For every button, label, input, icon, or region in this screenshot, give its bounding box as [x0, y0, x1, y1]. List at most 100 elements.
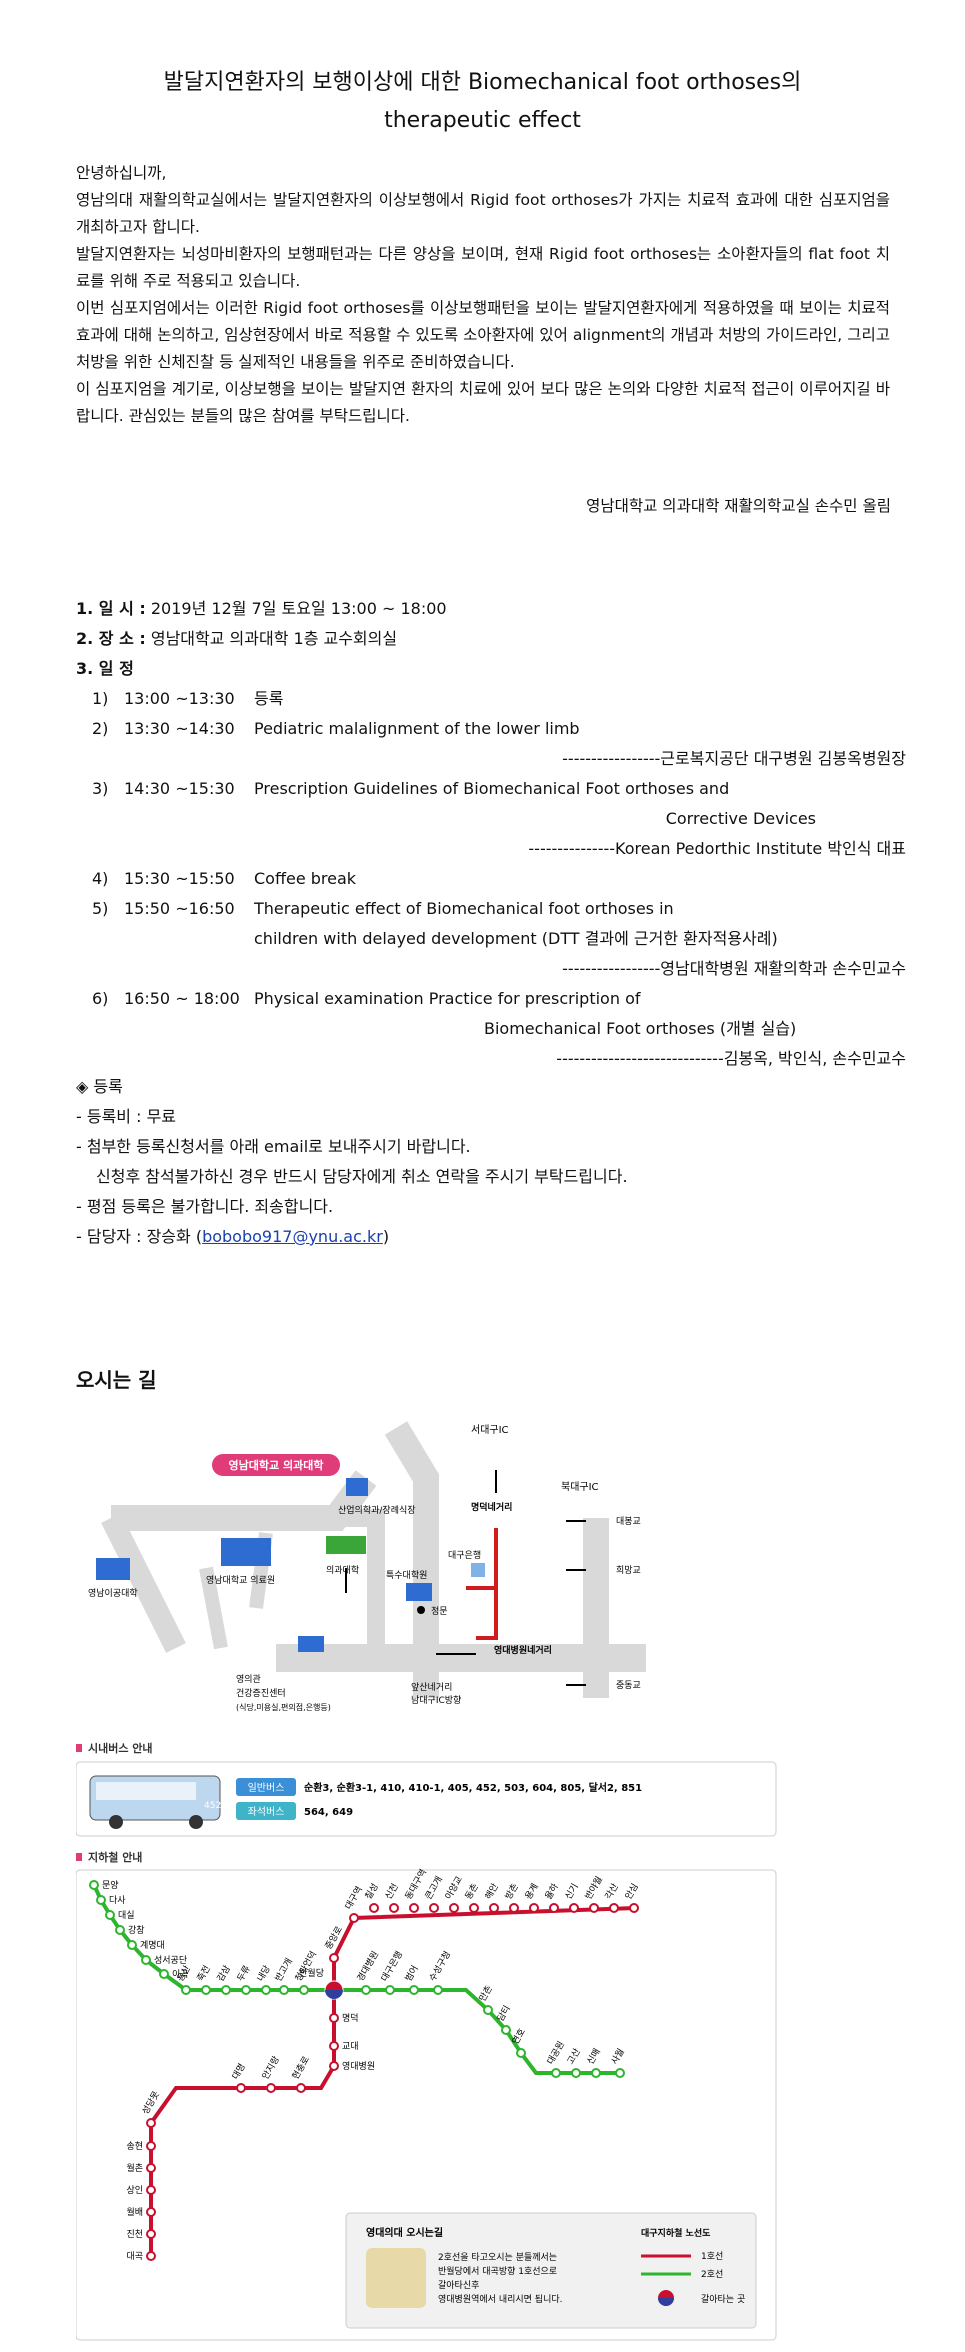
event-info: 1. 일 시 : 2019년 12월 7일 토요일 13:00 ~ 18:00 …: [76, 594, 906, 1074]
schedule-topic-line: children with delayed development (DTT 결…: [254, 929, 778, 948]
station-marker: [429, 1903, 439, 1913]
station-label: 성서공단: [154, 1955, 187, 1966]
station-marker: [96, 1895, 106, 1905]
station-label: 교대: [342, 2041, 359, 2052]
road-inner: [306, 1509, 385, 1648]
schedule-item: 4) 15:30 ~15:50 Coffee break: [92, 864, 906, 894]
transfer-station-marker-half: [325, 1990, 343, 1999]
building-icon: [406, 1583, 432, 1601]
map-svg: 서대구IC 북대구IC 영남대학교 의과대학 산업의학과/장례식장 영남이공대학…: [75, 1421, 777, 2341]
registration-contact: - 담당자 : 장승화 (bobobo917@ynu.ac.kr): [76, 1222, 906, 1252]
station-marker: [127, 1940, 137, 1950]
station-label: 월촌: [126, 2162, 143, 2174]
station-marker: [509, 1903, 519, 1913]
label-daegubank: 대구은행: [448, 1549, 481, 1561]
station-marker: [516, 2048, 526, 2058]
station-label: 강창: [128, 1925, 145, 1936]
station-marker: [549, 1903, 559, 1913]
intro-paragraph: 이 심포지엄을 계기로, 이상보행을 보이는 발달지연 환자의 치료에 있어 보…: [76, 380, 890, 425]
label-health-sub: (식당,미용실,편의점,은행등): [236, 1702, 331, 1712]
seat-bus-badge: [236, 1802, 296, 1820]
schedule-num: 2): [92, 719, 109, 738]
directions-title: 오시는 길: [76, 1368, 157, 1392]
schedule-item: 5) 15:50 ~16:50 Therapeutic effect of Bi…: [92, 894, 906, 954]
schedule-topic-line: Biomechanical Foot orthoses (개별 실습): [484, 1019, 797, 1038]
registration-attach: - 첨부한 등록신청서를 아래 email로 보내주시기 바랍니다.: [76, 1137, 471, 1156]
route-info-box: [345, 2212, 757, 2329]
registration-heading: ◈ 등록: [76, 1077, 123, 1096]
station-marker: [591, 2068, 601, 2078]
station-label: 송현: [126, 2141, 143, 2152]
normal-bus-badge: [236, 1778, 296, 1796]
station-marker: [589, 1903, 599, 1913]
station-marker: [569, 1903, 579, 1913]
station-marker: [409, 1903, 419, 1913]
schedule-time: 14:30 ~15:30: [124, 779, 235, 798]
station-marker: [571, 2068, 581, 2078]
building-icon: [346, 1478, 368, 1496]
station-marker: [329, 2041, 339, 2051]
station-marker: [409, 1985, 419, 1995]
label-namdaegu: 남대구IC방향: [411, 1694, 461, 1706]
building-icon: [96, 1558, 130, 1580]
station-marker: [449, 1903, 459, 1913]
schedule-item: 2) 13:30 ~14:30 Pediatric malalignment o…: [92, 714, 906, 744]
station-marker: [329, 1953, 339, 1963]
bus-wheel: [189, 1815, 203, 1829]
station-marker: [105, 1910, 115, 1920]
intro-paragraph: 영남의대 재활의학교실에서는 발달지연환자의 이상보행에서 Rigid foot…: [76, 191, 890, 236]
schedule-topic-line: Corrective Devices: [665, 809, 816, 828]
schedule-speaker: ---------------Korean Pedorthic Institut…: [528, 839, 906, 858]
campus-map: 서대구IC 북대구IC 영남대학교 의과대학 산업의학과/장례식장 영남이공대학…: [88, 1421, 646, 1712]
bus-heading: 시내버스 안내: [88, 1741, 153, 1755]
schedule-time: 13:30 ~14:30: [124, 719, 235, 738]
schedule-list: 1) 13:00 ~13:30 등록 2) 13:30 ~14:30 Pedia…: [92, 684, 906, 1074]
main-gate-marker: [417, 1606, 425, 1614]
schedule-topic: Pediatric malalignment of the lower limb: [254, 719, 580, 738]
label-medicalcenter: 영남대학교 의료원: [206, 1575, 275, 1586]
station-marker: [241, 1985, 251, 1995]
station-marker: [501, 2025, 511, 2035]
bus-wheel: [109, 1815, 123, 1829]
bus-number: 452: [204, 1801, 221, 1811]
intro-greeting: 안녕하십니까,: [76, 164, 167, 182]
label-hospital-cross: 영대병원네거리: [494, 1644, 552, 1656]
registration-onsite: - 평점 등록은 불가합니다. 죄송합니다.: [76, 1197, 334, 1216]
route-text: 갈아타신후: [438, 2280, 479, 2291]
station-marker: [146, 2251, 156, 2261]
registration-section: ◈ 등록 - 등록비 : 무료 - 첨부한 등록신청서를 아래 email로 보…: [76, 1072, 906, 1252]
station-marker: [146, 2207, 156, 2217]
normal-bus-routes: 순환3, 순환3-1, 410, 410-1, 405, 452, 503, 6…: [304, 1781, 642, 1794]
route-title: 영대의대 오시는길: [366, 2226, 443, 2239]
station-marker: [146, 2229, 156, 2239]
station-marker: [551, 2068, 561, 2078]
signature: 영남대학교 의과대학 재활의학교실 손수민 올림: [586, 497, 891, 515]
schedule-label: 3. 일 정: [76, 659, 134, 678]
station-marker: [236, 2083, 246, 2093]
univ-banner-text: 영남대학교 의과대학: [229, 1458, 324, 1472]
contact-email-link[interactable]: bobobo917@ynu.ac.kr: [202, 1227, 383, 1246]
station-marker: [329, 2061, 339, 2071]
station-label: 명덕: [342, 2013, 359, 2024]
station-marker: [266, 2083, 276, 2093]
schedule-time: 13:00 ~13:30: [124, 689, 235, 708]
station-marker: [115, 1925, 125, 1935]
station-marker: [146, 2118, 156, 2128]
schedule-speaker: -----------------영남대학병원 재활의학과 손수민교수: [562, 959, 906, 978]
gramophone-icon: [366, 2248, 426, 2308]
building-icon: [221, 1538, 271, 1566]
label-seodaegu-ic: 서대구IC: [471, 1424, 509, 1436]
seat-bus-label: 좌석버스: [248, 1806, 285, 1818]
station-marker: [279, 1985, 289, 1995]
road-vertical: [384, 1421, 439, 1698]
schedule-row: 3. 일 정: [76, 654, 906, 684]
place-label: 2. 장 소 :: [76, 629, 146, 648]
label-huimang: 희망교: [616, 1564, 641, 1576]
label-youngui: 영의관: [236, 1674, 261, 1685]
label-special: 특수대학원: [386, 1570, 427, 1581]
title-line-1: 발달지연환자의 보행이상에 대한 Biomechanical foot orth…: [163, 70, 802, 95]
schedule-topic-line: Therapeutic effect of Biomechanical foot…: [254, 899, 674, 918]
legend-transfer: 갈아타는 곳: [701, 2294, 745, 2305]
schedule-item: 6) 16:50 ~ 18:00 Physical examination Pr…: [92, 984, 906, 1044]
